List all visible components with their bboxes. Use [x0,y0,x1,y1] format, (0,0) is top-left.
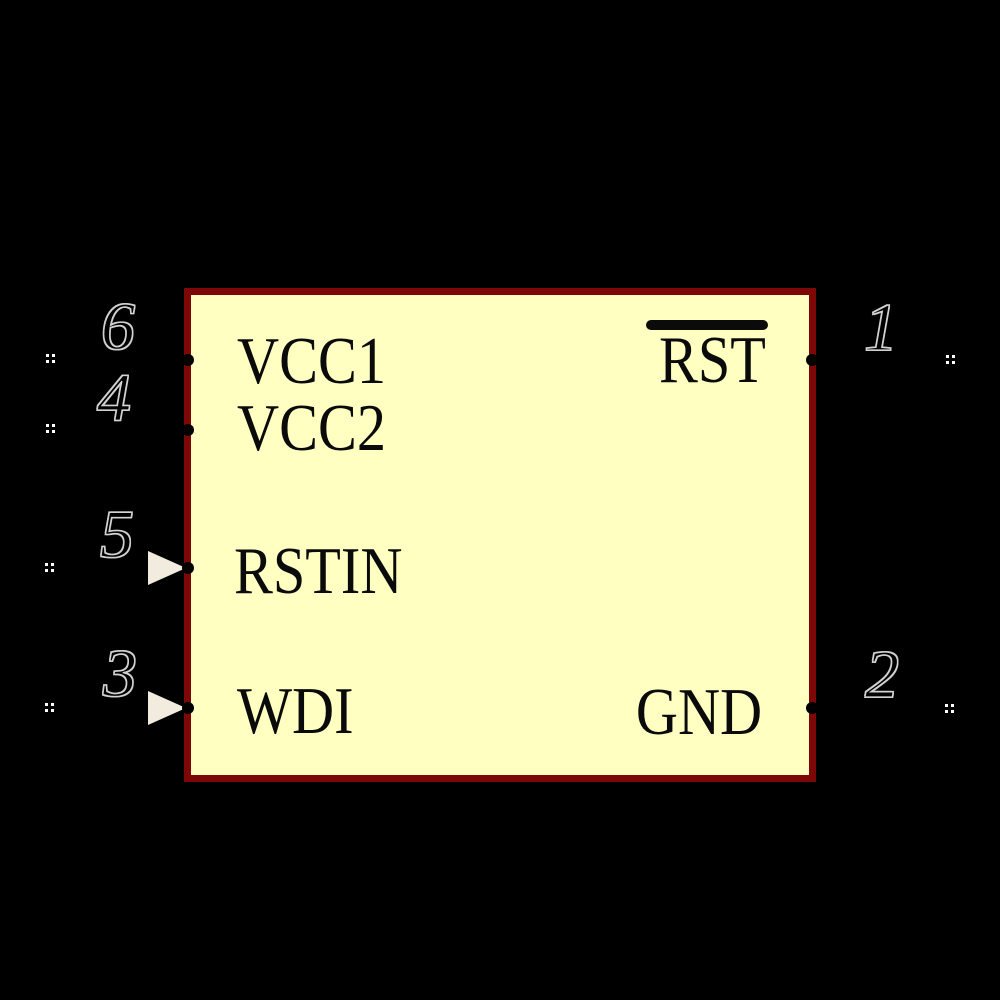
pin-name-vcc2: VCC2 [237,391,387,465]
pin-number-2: 2 [864,636,899,712]
pin-number-5: 5 [99,496,134,572]
pin-name-gnd: GND [635,675,762,749]
pin-name-rst: RST [659,323,766,397]
pin-number-6: 6 [100,288,135,364]
pin-5-line[interactable] [50,567,186,570]
pin-5-input-arrow-icon [148,551,186,585]
pin-number-4: 4 [96,359,131,435]
pin-6-stub-dot [182,354,194,366]
pin-3-stub-dot [182,702,194,714]
pin-2-end-marker-icon[interactable] [945,704,948,707]
pin-4-stub-dot [182,424,194,436]
pin-1-stub-dot [806,354,818,366]
pin-number-3: 3 [102,635,137,711]
pin-name-wdi: WDI [237,674,354,748]
pin-number-1: 1 [863,289,898,365]
pin-5-end-marker-icon[interactable] [45,563,48,566]
pin-6-end-marker-icon[interactable] [46,354,49,357]
pin-4-end-marker-icon[interactable] [46,424,49,427]
pin-3-line[interactable] [50,707,186,710]
rst-overline [646,320,768,330]
pin-2-line[interactable] [814,707,950,710]
pin-1-end-marker-icon[interactable] [946,355,949,358]
pin-name-rstin: RSTIN [234,534,403,608]
pin-6-line[interactable] [50,358,186,361]
component-body[interactable] [184,288,816,782]
pin-5-stub-dot [182,562,194,574]
pin-4-line[interactable] [50,428,186,431]
pin-name-vcc1: VCC1 [237,324,387,398]
pin-3-input-arrow-icon [148,691,186,725]
pin-1-line[interactable] [814,358,950,361]
pin-2-stub-dot [806,702,818,714]
pin-3-end-marker-icon[interactable] [45,703,48,706]
